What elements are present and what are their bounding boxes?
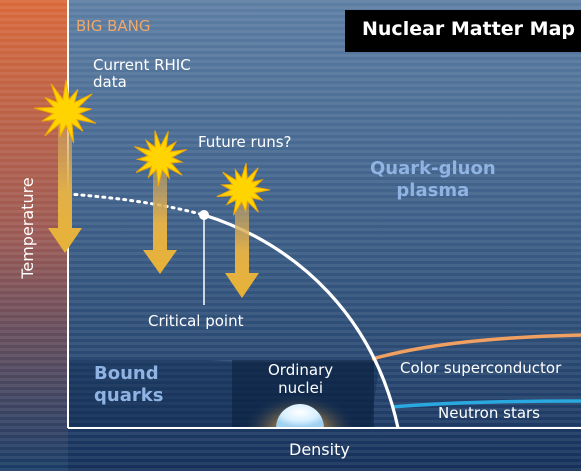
down-arrow-icon xyxy=(48,118,82,253)
critical-point-label: Critical point xyxy=(148,312,244,330)
neutron-stars-line xyxy=(391,399,581,409)
neutron-stars-label: Neutron stars xyxy=(438,404,540,422)
crossover-dotted-line xyxy=(66,192,206,217)
current-rhic-line2: data xyxy=(93,73,127,92)
stars xyxy=(34,79,271,216)
nucleus-dome xyxy=(276,404,324,428)
bound-line2: quarks xyxy=(94,384,164,406)
bound-line1: Bound xyxy=(94,363,159,384)
arrows xyxy=(48,118,259,298)
quark-gluon-plasma-label: Quark-gluon plasma xyxy=(370,158,496,201)
title-box xyxy=(345,10,581,52)
current-rhic-label: Current RHIC data xyxy=(93,56,191,92)
diagram-title: Nuclear Matter Map xyxy=(362,18,575,40)
explosion-star-icon xyxy=(34,79,97,144)
ordinary-line1: Ordinary xyxy=(268,361,334,379)
color-superconductor-line xyxy=(371,333,581,361)
big-bang-label: BIG BANG xyxy=(76,17,151,35)
qgp-line1: Quark-gluon xyxy=(370,158,496,179)
down-arrow-icon xyxy=(225,195,259,298)
x-axis-label: Density xyxy=(289,440,350,459)
future-runs-label: Future runs? xyxy=(198,133,292,151)
y-axis-label: Temperature xyxy=(17,177,37,279)
critical-point-marker xyxy=(199,210,209,220)
explosion-star-icon xyxy=(216,163,271,216)
color-superconductor-label: Color superconductor xyxy=(400,359,562,377)
ordinary-nuclei-label: Ordinary nuclei xyxy=(268,361,333,397)
down-arrow-icon xyxy=(143,163,177,274)
qgp-line2: plasma xyxy=(396,179,470,201)
bound-quarks-label: Bound quarks xyxy=(94,363,163,406)
ordinary-line2: nuclei xyxy=(278,379,323,397)
current-rhic-line1: Current RHIC xyxy=(93,56,191,74)
explosion-star-icon xyxy=(134,130,187,187)
